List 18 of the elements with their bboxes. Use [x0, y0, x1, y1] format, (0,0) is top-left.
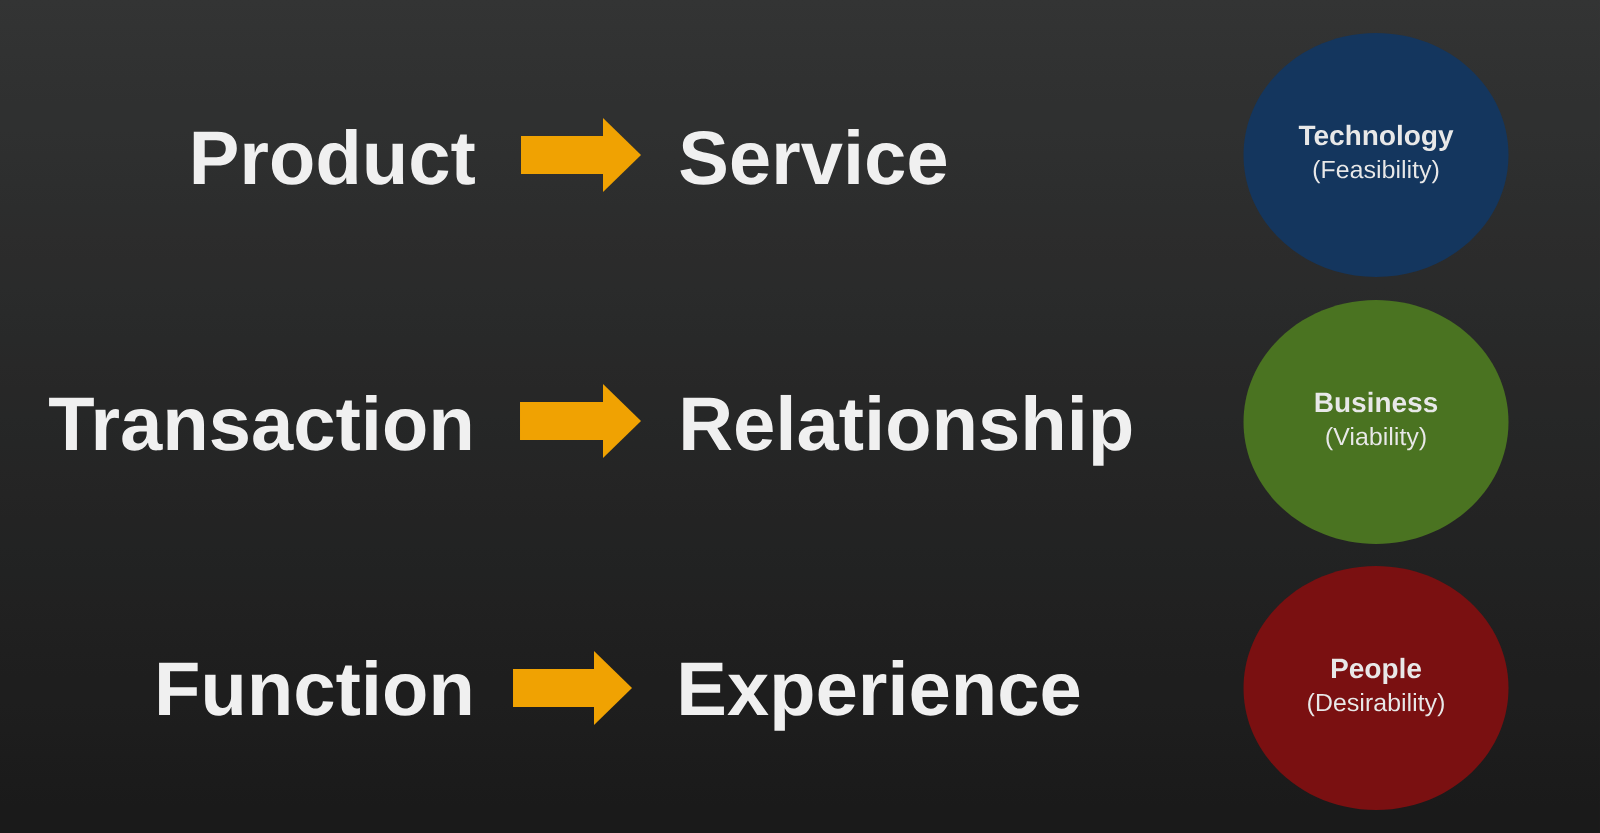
circle-title: Business: [1315, 391, 1438, 413]
term-label: Relationship: [683, 394, 1132, 466]
circle-title: Technology: [1298, 124, 1454, 151]
term-label: Transaction: [49, 394, 471, 451]
circle-subtitle: (Viability): [1326, 427, 1426, 451]
block-arrow: [513, 651, 632, 725]
block-arrow: [520, 384, 641, 458]
term-label: Product: [193, 128, 475, 185]
category-circle: [1243, 33, 1509, 277]
term-label: Experience: [681, 659, 1080, 731]
circle-title: People: [1332, 657, 1421, 684]
term-label: Function: [159, 659, 471, 716]
circle-subtitle: (Desirability): [1308, 693, 1444, 717]
category-circle: [1243, 566, 1509, 810]
term-label: Service: [680, 128, 947, 185]
circle-subtitle: (Feasibility): [1313, 160, 1439, 184]
category-circle: [1243, 300, 1509, 544]
block-arrow: [521, 118, 641, 192]
